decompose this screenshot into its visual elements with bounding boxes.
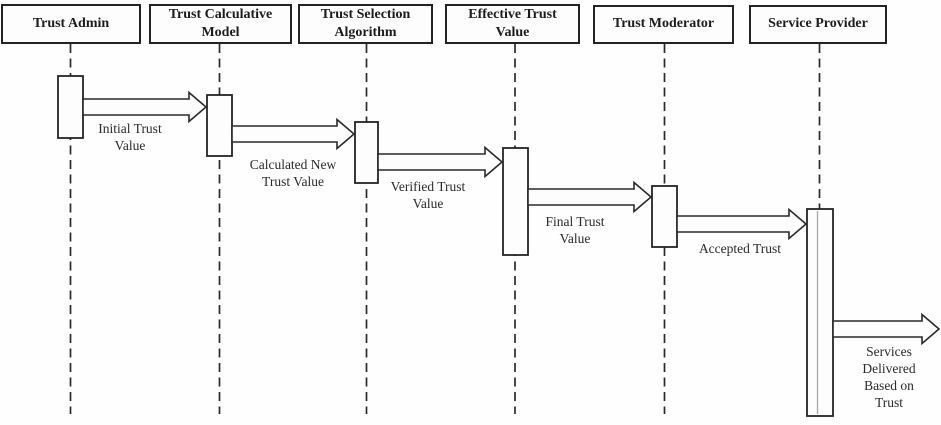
- message-label-initial-trust-value: Initial Trust Value: [98, 121, 162, 153]
- actor-box-trust-moderator: Trust Moderator: [593, 5, 734, 44]
- message-arrow-verified-trust-value: [377, 145, 504, 179]
- message-arrow-calculated-new-trust-value: [231, 117, 356, 151]
- activation-bar-trust-moderator: [651, 185, 678, 248]
- actor-box-trust-calculative-model: Trust Calculative Model: [149, 4, 292, 44]
- message-arrow-initial-trust-value: [82, 90, 208, 124]
- message-arrow-accepted-trust: [676, 207, 808, 241]
- message-label-verified-trust-value: Verified Trust Value: [390, 179, 466, 211]
- message-arrow-final-trust-value: [527, 180, 653, 214]
- actor-label-trust-admin: Trust Admin: [32, 15, 110, 31]
- activation-bar-service-provider: [806, 208, 834, 417]
- activation-bar-trust-calculative-model: [206, 94, 233, 157]
- actor-label-trust-selection-algorithm: Trust Selection Algorithm: [320, 6, 411, 40]
- actor-box-effective-trust-value: Effective Trust Value: [445, 4, 580, 44]
- message-label-final-trust-value: Final Trust Value: [545, 214, 605, 246]
- actor-box-service-provider: Service Provider: [749, 5, 887, 44]
- activation-bar-effective-trust-value: [502, 147, 529, 256]
- message-label-accepted-trust: Accepted Trust: [698, 241, 782, 256]
- message-label-services-delivered-based-on-trust: Services Delivered Based on Trust: [862, 344, 916, 410]
- actor-box-trust-selection-algorithm: Trust Selection Algorithm: [298, 4, 433, 44]
- actor-label-trust-moderator: Trust Moderator: [612, 16, 715, 32]
- actor-label-service-provider: Service Provider: [768, 16, 868, 32]
- message-label-calculated-new-trust-value: Calculated New Trust Value: [249, 157, 337, 189]
- activation-bar-trust-selection-algorithm: [354, 121, 379, 184]
- message-arrow-services-delivered: [832, 312, 941, 346]
- actor-box-trust-admin: Trust Admin: [1, 4, 141, 44]
- activation-bar-trust-admin: [57, 75, 84, 139]
- actor-label-effective-trust-value: Effective Trust Value: [468, 6, 557, 40]
- actor-label-trust-calculative-model: Trust Calculative Model: [168, 6, 273, 40]
